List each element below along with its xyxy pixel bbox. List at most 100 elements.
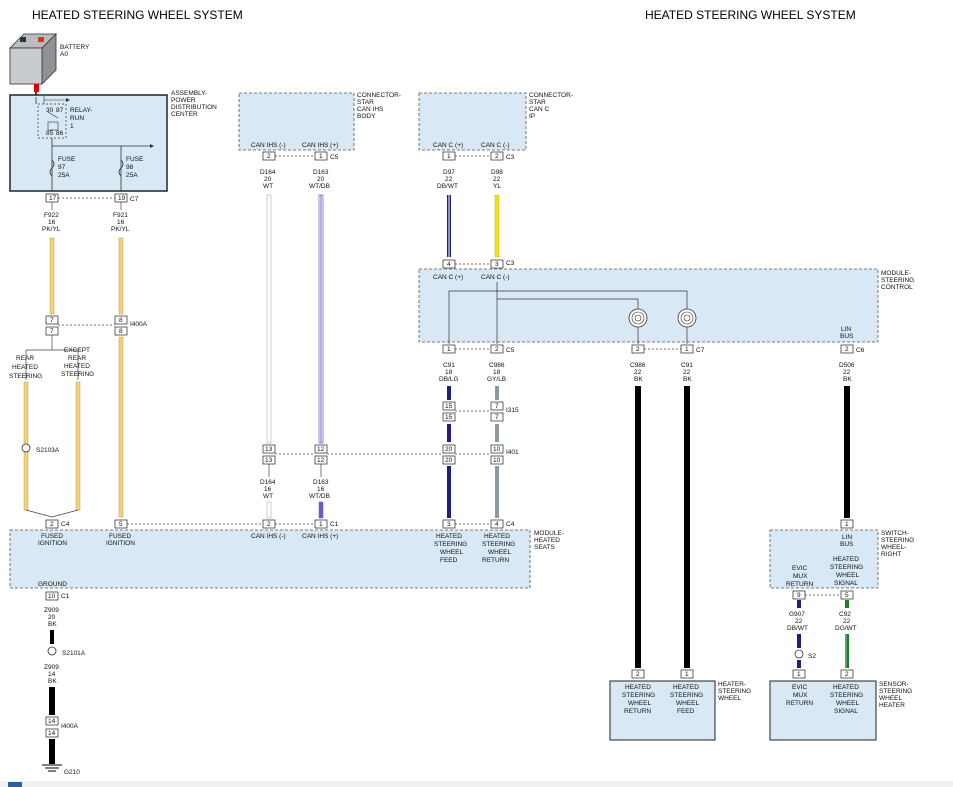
relay-pin-87: 87: [56, 107, 64, 114]
pin-19: 19: [118, 195, 126, 202]
heater-l2: STEERING: [718, 688, 751, 695]
page-marker: [8, 782, 22, 787]
pin-7d: 7: [495, 414, 499, 421]
wire-c91: [447, 386, 451, 400]
rear-l3: STEERING: [9, 373, 42, 380]
wire-g907-l1: G907: [789, 611, 805, 618]
wire-c91-bk: [684, 386, 690, 668]
conn-c3-sc: C3: [506, 260, 515, 267]
sensor-evic-l2: MUX: [793, 692, 808, 699]
battery-id: A0: [60, 51, 68, 58]
pin-star-body-2: 2: [267, 153, 271, 160]
sw-lin-l2: BUS: [840, 541, 854, 548]
wire-d98: [494, 194, 500, 258]
wire-c92-l3: DG/WT: [835, 625, 857, 632]
wire-c92-l1: C92: [839, 611, 851, 618]
wire-c91-l1: C91: [443, 362, 455, 369]
seats-l2: HEATED: [534, 537, 560, 544]
fuse97-l3: 25A: [58, 172, 70, 179]
wire-c986b-l3: BK: [634, 376, 643, 383]
seats-feed-l1: HEATED: [436, 533, 462, 540]
sensor-evic-l3: RETURN: [786, 700, 813, 707]
fuse97-l1: FUSE: [58, 156, 76, 163]
sc-l3: CONTROL: [881, 284, 913, 291]
wire-c91b-l2: 22: [683, 369, 691, 376]
wire-f921-l3: PK/YL: [111, 226, 130, 233]
wire-d506-l1: D506: [839, 362, 855, 369]
except-l2: REAR: [68, 355, 86, 362]
wire-z909b-l2: 14: [48, 671, 56, 678]
pin-7b: 7: [50, 328, 54, 335]
seats-ret-l4: RETURN: [482, 557, 509, 564]
conn-c1-seats: C1: [330, 521, 339, 528]
module-heated-seats: MODULE- HEATED SEATS FUSED IGNITION FUSE…: [9, 529, 564, 589]
pin-10b: 10: [493, 457, 501, 464]
wire-c91b-l3: BK: [683, 376, 692, 383]
sw-evic-l1: EVIC: [792, 565, 807, 572]
sc-can-plus: CAN C (+): [433, 274, 463, 281]
sc-lin-l2: BUS: [840, 333, 854, 340]
relay-pin-30: 30: [46, 107, 54, 114]
except-l1: EXCEPT: [64, 347, 90, 354]
sensor-signal-l1: HEATED: [833, 684, 859, 691]
heater-feed-l4: FEED: [677, 708, 695, 715]
pin-sc-3: 3: [495, 261, 499, 268]
pin-15a: 15: [445, 403, 453, 410]
star-ip-pin-plus: CAN C (+): [433, 142, 463, 149]
pin-s-2: 2: [845, 671, 849, 678]
wire-d506-l2: 22: [843, 369, 851, 376]
relay-pin-86: 86: [56, 130, 64, 137]
pin-12b: 12: [317, 457, 325, 464]
battery-label: BATTERY: [60, 44, 90, 51]
conn-c6-sc: C6: [856, 347, 865, 354]
wire-c986-l3: GY/LB: [487, 376, 506, 383]
conn-i400a-top: I400A: [130, 321, 148, 328]
wire-d97-l2: 22: [445, 176, 453, 183]
sw-signal-l2: STEERING: [830, 564, 863, 571]
wire-d163a-l2: 20: [317, 176, 325, 183]
sensor-l4: HEATER: [879, 702, 905, 709]
ground-icon: [42, 764, 62, 772]
pin-h-2: 2: [636, 671, 640, 678]
splice-s2103a: [21, 443, 31, 453]
wire-d164a-l3: WT: [263, 183, 273, 190]
pin-10a: 10: [493, 446, 501, 453]
pin-star-body-1: 1: [319, 153, 323, 160]
wire-f921-l1: F921: [113, 212, 128, 219]
pin-sw-1: 1: [845, 521, 849, 528]
pin-sc-4: 4: [447, 261, 451, 268]
pin-c6-2: 2: [845, 346, 849, 353]
fuse98-l3: 25A: [126, 172, 138, 179]
sw-signal-l1: HEATED: [833, 556, 859, 563]
except-l3: HEATED: [64, 363, 90, 370]
wire-c986: [495, 386, 499, 400]
except-l4: STEERING: [61, 371, 94, 378]
pin-c1-2: 2: [267, 521, 271, 528]
wire-z909a-l3: BK: [48, 621, 57, 628]
sensor-signal-l2: STEERING: [830, 692, 863, 699]
sc-l1: MODULE-: [881, 270, 911, 277]
pdc-label-4: CENTER: [171, 111, 198, 118]
conn-c4-seats-b: C4: [506, 521, 515, 528]
wire-g907-l2: 22: [795, 618, 803, 625]
wire-d97-l1: D97: [443, 169, 455, 176]
sensor-signal-l3: WHEEL: [836, 700, 860, 707]
wire-z909b-l1: Z909: [44, 664, 59, 671]
wire-c92: [845, 634, 849, 668]
rear-l2: HEATED: [12, 364, 38, 371]
wire-f922-l2: 16: [48, 219, 56, 226]
wire-d163a-l1: D163: [313, 169, 329, 176]
heater-ret-l3: WHEEL: [628, 700, 652, 707]
pin-sw-9: 9: [797, 592, 801, 599]
pin-c5-2: 2: [495, 346, 499, 353]
sensor-signal-l4: SIGNAL: [834, 708, 858, 715]
pin-c4-5: 5: [119, 521, 123, 528]
fuse98-l1: FUSE: [126, 156, 144, 163]
conn-c1-ground: C1: [61, 593, 70, 600]
wire-g907: [797, 634, 801, 648]
star-body-pin-minus: CAN IHS (-): [251, 142, 286, 149]
sensor-l2: STEERING: [879, 688, 912, 695]
pin-13a: 13: [265, 446, 273, 453]
sw-signal-l3: WHEEL: [836, 572, 860, 579]
